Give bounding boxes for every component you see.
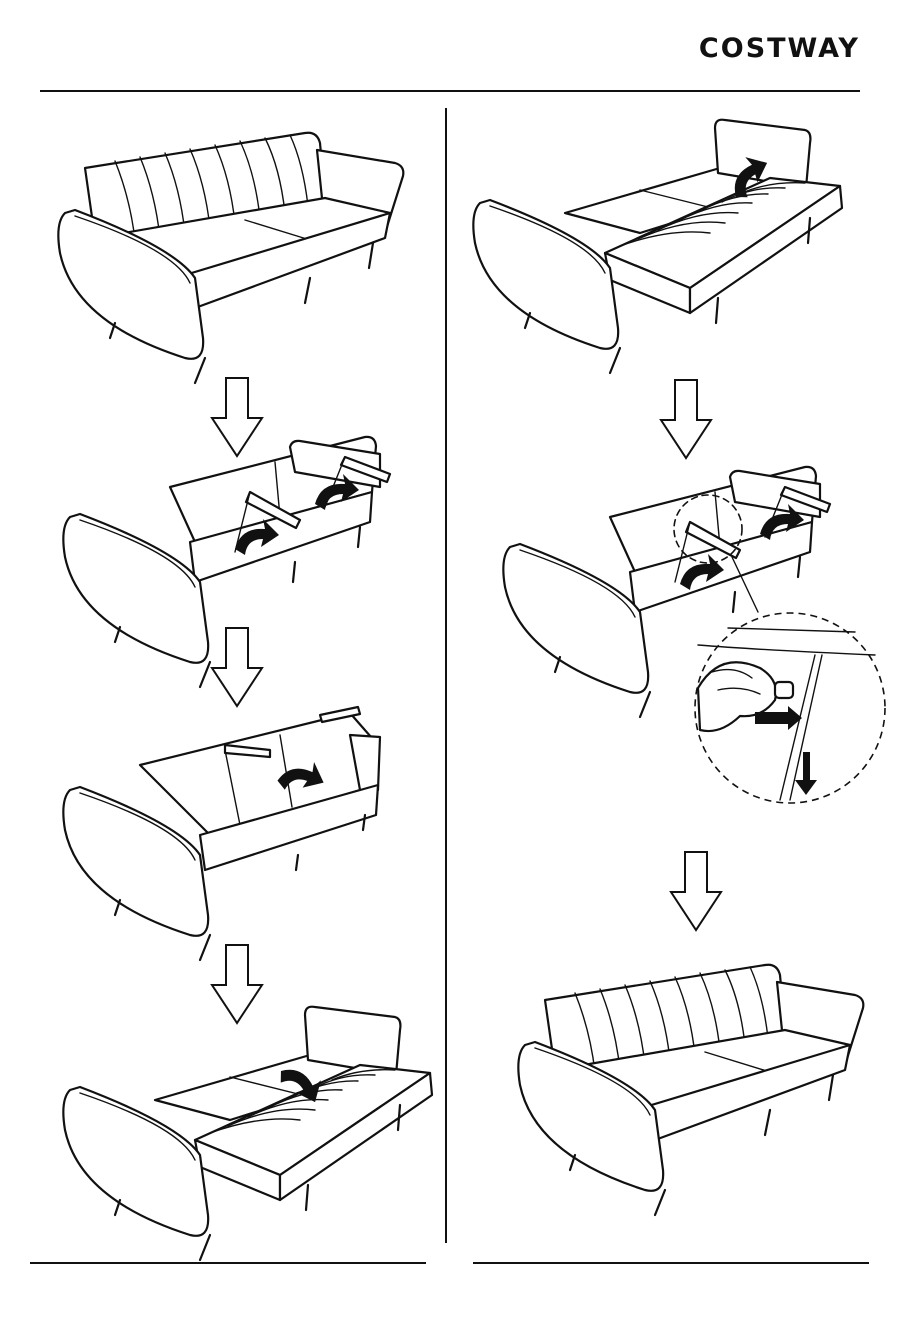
step-arrow-4 <box>661 380 711 458</box>
step3-support-bars-raised <box>63 707 380 960</box>
step-arrow-1 <box>212 378 262 456</box>
step5-bed-flat <box>473 120 842 373</box>
step-arrow-2 <box>212 628 262 706</box>
step7-sofa-upright-final <box>518 965 863 1215</box>
magnified-detail <box>695 613 885 803</box>
step-arrow-5 <box>671 852 721 930</box>
step-arrow-3 <box>212 945 262 1023</box>
step1-sofa-upright <box>58 133 403 383</box>
step4-backrest-flattened <box>63 1007 432 1260</box>
